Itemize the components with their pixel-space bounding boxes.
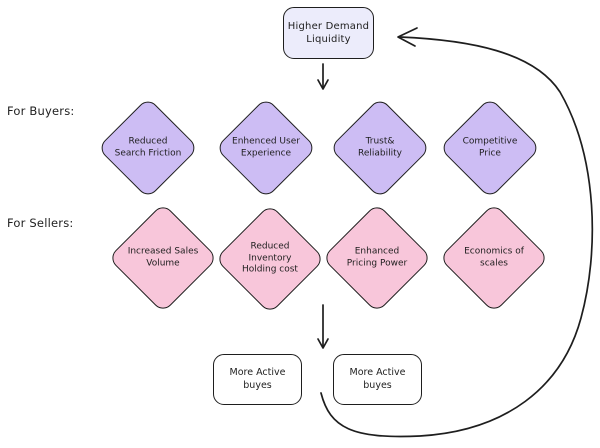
label-for-sellers: For Sellers: xyxy=(7,216,74,230)
diamond-label: Increased Sales Volume xyxy=(127,246,199,268)
diamond-reduced-inventory-holding-cost[interactable]: Reduced Inventory Holding cost xyxy=(214,203,326,315)
node-label: More Active buyes xyxy=(349,366,406,391)
node-label: Higher Demand Liquidity xyxy=(287,20,370,46)
node-more-active-buyes-right[interactable]: More Active buyes xyxy=(333,354,422,405)
diamond-label: Reduced Search Friction xyxy=(114,136,182,158)
diamond-label: Enhenced User Experience xyxy=(232,136,300,158)
diamond-enhanced-pricing-power[interactable]: Enhanced Pricing Power xyxy=(321,202,433,314)
node-more-active-buyes-left[interactable]: More Active buyes xyxy=(213,354,302,405)
diamond-label: Competitive Price xyxy=(462,136,518,158)
diamond-label: Reduced Inventory Holding cost xyxy=(242,241,298,275)
diamond-reduced-search-friction[interactable]: Reduced Search Friction xyxy=(97,97,199,199)
arrow-sellers-to-outcomes-icon[interactable] xyxy=(317,304,329,349)
diamond-label: Enhanced Pricing Power xyxy=(346,246,408,268)
arrow-feedback-loop-icon[interactable] xyxy=(320,27,594,438)
diamond-label: Trust& Reliability xyxy=(358,136,402,158)
diamond-label: Economics of scales xyxy=(464,246,524,268)
diamond-enhenced-user-experience[interactable]: Enhenced User Experience xyxy=(215,97,317,199)
node-higher-demand-liquidity[interactable]: Higher Demand Liquidity xyxy=(283,7,374,59)
diamond-trust-reliability[interactable]: Trust& Reliability xyxy=(329,97,431,199)
label-for-buyers: For Buyers: xyxy=(7,104,75,118)
diamond-economics-of-scales[interactable]: Economics of scales xyxy=(438,202,550,314)
diamond-increased-sales-volume[interactable]: Increased Sales Volume xyxy=(107,202,219,314)
arrow-title-to-buyers-icon[interactable] xyxy=(317,63,329,90)
node-label: More Active buyes xyxy=(229,366,286,391)
diamond-competitive-price[interactable]: Competitive Price xyxy=(439,97,541,199)
